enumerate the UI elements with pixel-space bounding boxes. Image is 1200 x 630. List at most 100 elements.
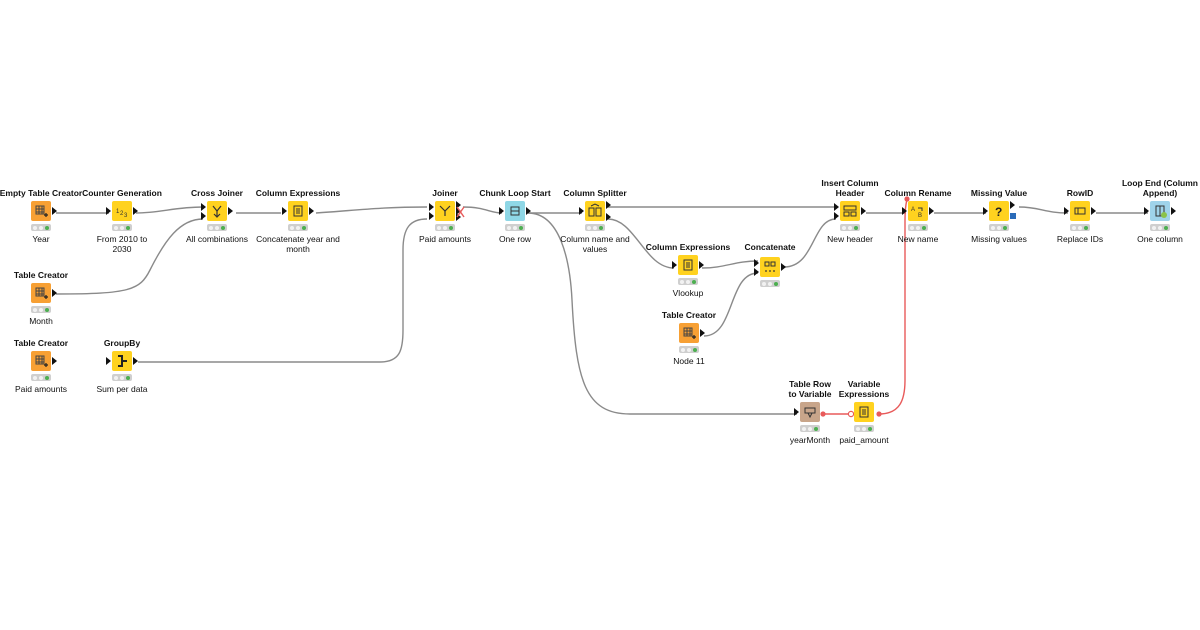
node-table-creator-paid-amounts[interactable]: Table Creator Paid amounts: [0, 326, 111, 394]
input-port-top[interactable]: [834, 203, 839, 211]
output-port[interactable]: [133, 207, 138, 215]
pmml-output-port[interactable]: [1010, 213, 1016, 219]
output-port[interactable]: [52, 289, 57, 297]
status-indicator: [435, 224, 455, 231]
input-port[interactable]: [983, 207, 988, 215]
node-chunk-loop-start[interactable]: Chunk Loop Start One row: [445, 176, 585, 244]
input-port[interactable]: [106, 207, 111, 215]
link-n11-n12[interactable]: [701, 260, 759, 269]
node-title: Empty Table Creator: [0, 188, 83, 198]
node-empty-table-creator[interactable]: Empty Table Creator Year: [0, 176, 111, 244]
input-port[interactable]: [794, 408, 799, 416]
link-n9-n19[interactable]: [527, 212, 797, 415]
node-groupby[interactable]: GroupBy Sum per data: [52, 326, 192, 394]
output-port[interactable]: [699, 261, 704, 269]
link-n10-n11[interactable]: [607, 218, 675, 269]
input-port[interactable]: [579, 207, 584, 215]
svg-text:A: A: [911, 207, 915, 213]
node-cross-joiner[interactable]: Cross Joiner All combinations: [147, 176, 287, 244]
input-port[interactable]: [106, 357, 111, 365]
output-port-middle[interactable]: [456, 207, 461, 215]
node-title: Joiner: [432, 188, 458, 198]
link-n13-n12[interactable]: [703, 272, 759, 337]
svg-text:2: 2: [120, 211, 124, 217]
output-port[interactable]: [861, 207, 866, 215]
output-port[interactable]: [781, 263, 786, 271]
node-missing-value[interactable]: Missing Value ? Missing values: [929, 176, 1069, 244]
node-table-creator-month[interactable]: Table Creator Month: [0, 258, 111, 326]
output-port[interactable]: [700, 329, 705, 337]
link-n5-n3[interactable]: [55, 218, 204, 295]
output-port-bottom[interactable]: [456, 213, 461, 221]
node-label: Vlookup: [672, 288, 704, 298]
node-table-creator-node-11[interactable]: Table Creator Node 11: [619, 298, 759, 366]
link-n4-n8[interactable]: [315, 206, 428, 214]
node-variable-expressions[interactable]: Variable Expressions paid_amount: [794, 377, 934, 445]
input-port[interactable]: [1144, 207, 1149, 215]
node-column-splitter[interactable]: Column Splitter Column name and values: [525, 176, 665, 254]
link-n12-n14[interactable]: [783, 218, 837, 268]
output-port[interactable]: [52, 357, 57, 365]
node-joiner[interactable]: Joiner Paid amounts: [375, 176, 515, 244]
output-port[interactable]: [52, 207, 57, 215]
input-port-bottom[interactable]: [754, 268, 759, 276]
output-port[interactable]: [1010, 201, 1015, 209]
node-title: Column Expressions: [645, 242, 731, 252]
node-insert-column-header[interactable]: Insert Column Header New header: [780, 176, 920, 244]
input-port-top[interactable]: [429, 203, 434, 211]
output-port-top[interactable]: [606, 201, 611, 209]
input-port[interactable]: [499, 207, 504, 215]
input-port[interactable]: [1064, 207, 1069, 215]
node-title: Concatenate: [744, 242, 796, 252]
node-loop-end-column-append[interactable]: Loop End (Column Append) One column: [1090, 176, 1200, 244]
input-port[interactable]: [672, 261, 677, 269]
status-indicator: [31, 306, 51, 313]
link-n2-n3[interactable]: [135, 206, 204, 214]
status-indicator: [854, 425, 874, 432]
status-indicator: [112, 224, 132, 231]
loop-start-icon: [505, 201, 525, 221]
output-port[interactable]: [133, 357, 138, 365]
table-creator-icon: [31, 351, 51, 371]
node-title: Cross Joiner: [191, 188, 243, 198]
input-port[interactable]: [282, 207, 287, 215]
output-port[interactable]: [929, 207, 934, 215]
flow-variable-ports: [820, 196, 910, 418]
output-port-bottom[interactable]: [606, 213, 611, 221]
node-label: Node 11: [673, 356, 705, 366]
input-port-top[interactable]: [201, 203, 206, 211]
status-indicator: [112, 374, 132, 381]
output-port[interactable]: [228, 207, 233, 215]
status-indicator: [207, 224, 227, 231]
node-table-row-to-variable[interactable]: Table Row to Variable yearMonth: [740, 377, 880, 445]
input-port-bottom[interactable]: [429, 212, 434, 220]
output-port[interactable]: [309, 207, 314, 215]
node-label: One column: [1137, 234, 1183, 244]
output-port[interactable]: [1091, 207, 1096, 215]
node-column-expressions[interactable]: Column Expressions Concatenate year and …: [228, 176, 368, 254]
svg-text:?: ?: [995, 205, 1002, 219]
link-n7-n8[interactable]: [138, 218, 428, 363]
node-concatenate[interactable]: Concatenate: [700, 230, 840, 287]
input-port[interactable]: [902, 207, 907, 215]
output-port-top[interactable]: [456, 201, 461, 209]
input-port-top[interactable]: [754, 259, 759, 267]
expressions-icon: [288, 201, 308, 221]
input-port-bottom[interactable]: [201, 212, 206, 220]
output-port[interactable]: [526, 207, 531, 215]
node-column-expressions-vlookup[interactable]: Column Expressions Vlookup: [618, 230, 758, 298]
node-title: Table Creator: [13, 338, 69, 348]
status-indicator: [1150, 224, 1170, 231]
input-port-bottom[interactable]: [834, 212, 839, 220]
node-rowid[interactable]: RowID Replace IDs: [1010, 176, 1150, 244]
output-port[interactable]: [1171, 207, 1176, 215]
variable-expressions-icon: [854, 402, 874, 422]
link-n16-n17[interactable]: [1018, 206, 1069, 214]
node-title: Table Creator: [13, 270, 69, 280]
svg-text:B: B: [918, 213, 922, 219]
